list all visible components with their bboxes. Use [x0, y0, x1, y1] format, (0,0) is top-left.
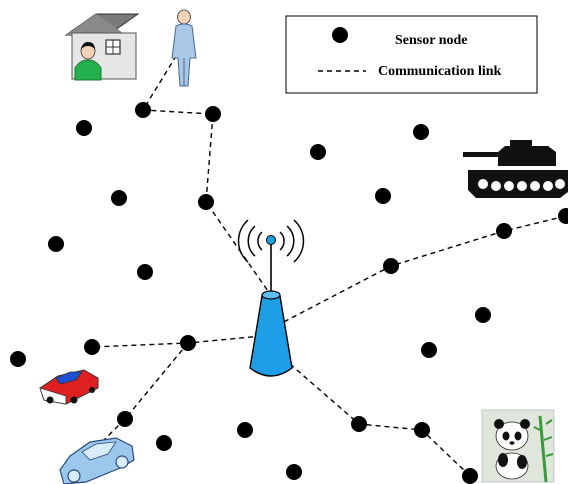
link-path-person — [141, 47, 271, 295]
legend-node-label: Sensor node — [395, 33, 467, 48]
sensor-node — [462, 468, 478, 484]
sensor-node — [375, 188, 391, 204]
link-path-tank — [275, 215, 567, 327]
red-car-icon — [39, 369, 99, 405]
sensor-node — [205, 106, 221, 122]
sensor-node — [496, 223, 512, 239]
sensor-node — [286, 464, 302, 480]
legend-box — [285, 15, 538, 94]
sensor-node — [198, 194, 214, 210]
link-path-bluecar — [99, 342, 189, 445]
sensor-node — [383, 258, 399, 274]
sensor-node — [156, 435, 172, 451]
person-icon — [171, 9, 197, 87]
sensor-node — [351, 416, 367, 432]
sensor-node — [421, 342, 437, 358]
sensor-node — [237, 422, 253, 438]
base-station-icon — [237, 219, 305, 377]
sensor-node — [10, 351, 26, 367]
tank-icon — [463, 140, 568, 198]
legend-link-label: Communication link — [378, 64, 502, 79]
sensor-node — [414, 422, 430, 438]
sensor-node — [111, 190, 127, 206]
sensor-node — [76, 120, 92, 136]
sensor-node — [310, 144, 326, 160]
sensor-node — [475, 307, 491, 323]
resident-icon — [74, 42, 102, 81]
link-path-left — [91, 335, 263, 348]
sensor-node — [84, 339, 100, 355]
sensor-node — [135, 102, 151, 118]
panda-icon — [481, 409, 555, 483]
sensor-node — [48, 236, 64, 252]
sensor-node — [117, 411, 133, 427]
sensor-nodes — [10, 40, 568, 484]
legend-node-symbol — [332, 27, 348, 43]
sensor-node — [137, 264, 153, 280]
house-icon — [64, 13, 140, 81]
legend: Sensor node Communication link — [285, 15, 538, 94]
link-path-panda — [289, 363, 471, 477]
blue-car-icon — [59, 437, 135, 484]
sensor-node — [413, 124, 429, 140]
sensor-node — [180, 335, 196, 351]
sensor-node — [558, 208, 568, 224]
